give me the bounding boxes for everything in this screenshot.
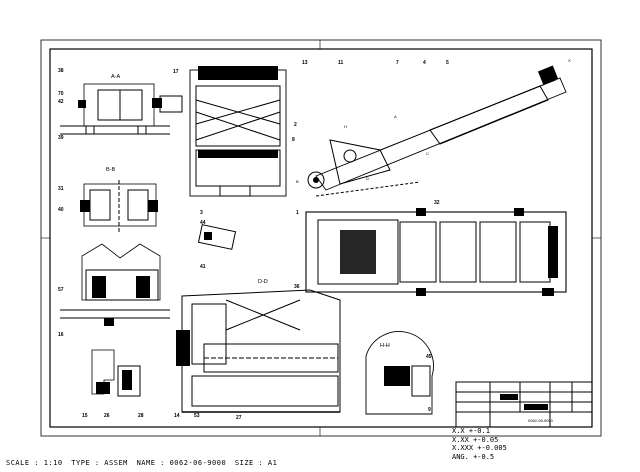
tolerance-two-place: X.XX +-0.05 <box>452 435 499 444</box>
view-section-a-a: A-A <box>60 74 183 135</box>
callout: 27 <box>236 415 242 421</box>
callout: 1 <box>296 210 299 216</box>
tolerance-three-place: X.XXX +-0.005 <box>452 444 507 453</box>
callout: 57 <box>58 287 64 293</box>
title-block: 0062-06-9000 <box>455 381 593 428</box>
callout: 2 <box>294 122 297 128</box>
edge-label-b: B <box>296 179 299 184</box>
view-conveyor-elevation <box>307 65 567 197</box>
edge-label-c: C <box>426 151 429 156</box>
view-section-h-h: H-H <box>365 331 434 415</box>
callout: 3 <box>200 210 203 216</box>
edge-label-x: X <box>568 58 571 63</box>
callout: 16 <box>58 332 64 338</box>
callout: 11 <box>338 60 344 66</box>
status-name: NAME : 0062-06-9000 <box>136 459 227 467</box>
callout: 70 <box>58 91 64 97</box>
callout: 32 <box>434 200 440 206</box>
callout: 41 <box>200 264 206 270</box>
callout: 17 <box>173 69 179 75</box>
edge-label-d: D <box>366 176 369 181</box>
callout: 45 <box>426 354 432 360</box>
callout: 13 <box>302 60 308 66</box>
callout: 15 <box>82 413 88 419</box>
status-type: TYPE : ASSEM <box>71 459 128 467</box>
callout: 40 <box>58 207 64 213</box>
callout: 26 <box>104 413 110 419</box>
part-callouts: 7 4 5 13 11 17 2 8 1 32 31 42 38 70 40 3… <box>58 60 449 421</box>
callout: 14 <box>174 413 180 419</box>
view-detail-bracket <box>91 349 141 397</box>
tolerance-table: X.X +-0.1 X.XX +-0.05 X.XXX +-0.005 ANG.… <box>452 427 507 461</box>
section-label-h-h: H-H <box>380 343 390 349</box>
status-scale: SCALE : 1:10 <box>6 459 63 467</box>
view-section-b-b: B-B <box>80 167 158 232</box>
callout: 9 <box>428 407 431 413</box>
callout: 36 <box>294 284 300 290</box>
view-section-d-d: D-D <box>176 279 341 413</box>
callout: 31 <box>58 186 64 192</box>
section-label-a-a: A-A <box>111 74 121 80</box>
tolerance-one-place: X.X +-0.1 <box>452 427 490 435</box>
callout: 38 <box>58 68 64 74</box>
callout: 5 <box>446 60 449 66</box>
callout: 53 <box>194 413 200 419</box>
callout: 39 <box>58 135 64 141</box>
view-detail-small <box>197 224 237 250</box>
callout: 7 <box>396 60 399 66</box>
callout: 4 <box>423 60 426 66</box>
callout: 44 <box>200 220 206 226</box>
section-label-d-d: D-D <box>258 279 268 285</box>
status-bar: SCALE : 1:10 TYPE : ASSEM NAME : 0062-06… <box>6 459 281 467</box>
callout: 28 <box>138 413 144 419</box>
view-chassis-plan <box>305 208 567 296</box>
view-hopper <box>60 243 170 326</box>
status-size: SIZE : A1 <box>234 459 278 467</box>
view-frame-top <box>189 66 287 197</box>
title-block-drawing-number: 0062-06-9000 <box>528 418 554 423</box>
section-label-b-b: B-B <box>106 167 116 173</box>
callout: 8 <box>292 137 295 143</box>
edge-label-h: H <box>344 124 347 129</box>
tolerance-angle: ANG. +-0.5 <box>452 452 495 461</box>
callout: 42 <box>58 99 64 105</box>
edge-label-a: A <box>394 114 397 119</box>
center-marks <box>41 40 601 436</box>
